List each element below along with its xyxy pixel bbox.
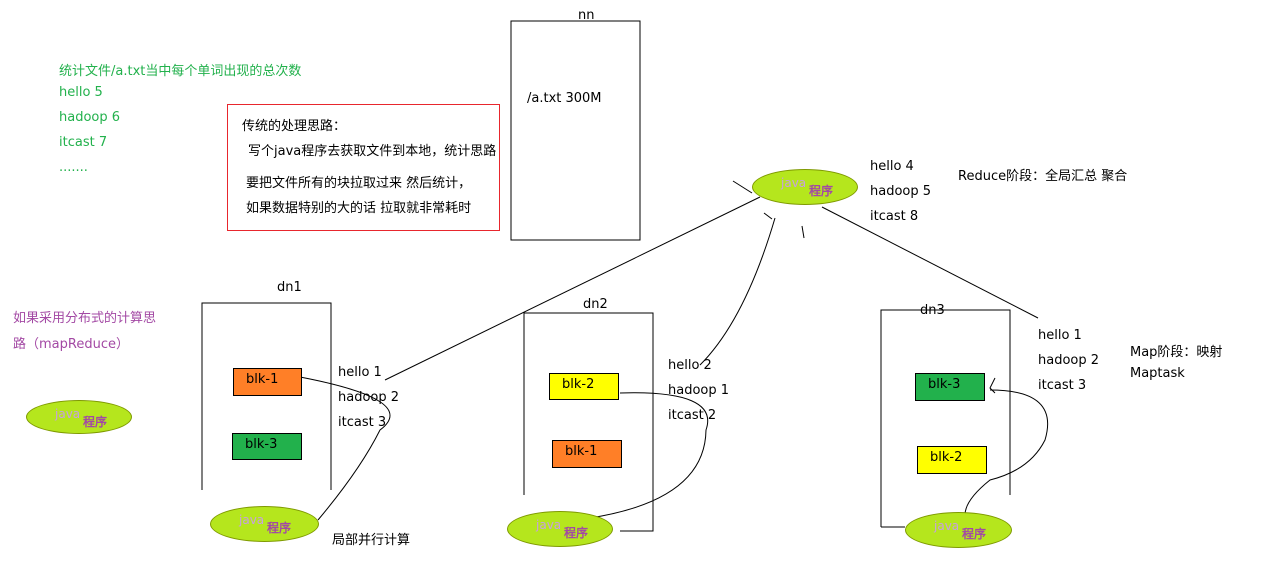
reduce-stage-label: Reduce阶段：全局汇总 聚合 (958, 169, 1128, 184)
distributed-line2: 路（mapReduce） (13, 337, 129, 352)
reduce-count-hadoop: hadoop 5 (870, 184, 932, 199)
dn1-count-hello: hello 1 (338, 365, 382, 380)
dn2-java-program-ellipse: java 程序 (507, 511, 613, 547)
nn-box (510, 20, 641, 241)
map-stage-label: Map阶段：映射 (1130, 345, 1223, 360)
tick-mark (732, 180, 753, 194)
task-line-hello: hello 5 (59, 85, 103, 100)
traditional-line3: 如果数据特别的大的话 拉取就非常耗时 (246, 201, 472, 216)
dn3-block-2: blk-2 (917, 446, 987, 474)
arrow-hint (989, 377, 996, 394)
dn1-count-hadoop: hadoop 2 (338, 390, 400, 405)
dn2-count-itcast: itcast 2 (668, 408, 717, 423)
reduce-count-hello: hello 4 (870, 159, 914, 174)
dn1-java-program-ellipse: java 程序 (210, 506, 319, 542)
dn1-block-1: blk-1 (233, 368, 302, 396)
dn1-block-2: blk-3 (232, 433, 302, 460)
dn2-count-hadoop: hadoop 1 (668, 383, 730, 398)
dn1-label: dn1 (277, 280, 302, 295)
dn3-count-itcast: itcast 3 (1038, 378, 1087, 393)
cheng-xu-word: 程序 (962, 527, 987, 541)
java-word: java (536, 518, 562, 532)
curve-dn1 (299, 376, 391, 521)
dn2-count-hello: hello 2 (668, 358, 712, 373)
distributed-line1: 如果采用分布式的计算思 (13, 311, 157, 326)
tick-mark (801, 225, 805, 239)
cheng-xu-word: 程序 (267, 521, 292, 535)
cheng-xu-word: 程序 (809, 184, 834, 198)
dn3-count-hello: hello 1 (1038, 328, 1082, 343)
java-word: java (781, 176, 807, 190)
task-line-ellipsis: ....... (59, 160, 88, 175)
traditional-box: 传统的处理思路： 写个java程序去获取文件到本地，统计思路 要把文件所有的块拉… (227, 104, 500, 231)
traditional-line1: 写个java程序去获取文件到本地，统计思路 (248, 144, 497, 159)
line-dn2-to-reduce (699, 217, 776, 366)
dn3-block-1: blk-3 (915, 373, 985, 401)
java-word: java (239, 513, 265, 527)
cheng-xu-word: 程序 (83, 415, 108, 429)
dn1-count-itcast: itcast 3 (338, 415, 387, 430)
reduce-java-program-ellipse: java 程序 (752, 169, 858, 205)
traditional-line2: 要把文件所有的块拉取过来 然后统计， (246, 176, 472, 191)
cheng-xu-word: 程序 (564, 526, 589, 540)
line-dn1-to-reduce (384, 196, 761, 381)
task-line-hadoop: hadoop 6 (59, 110, 121, 125)
curve-dn3 (964, 389, 1049, 516)
dn3-box (880, 309, 1011, 527)
dn2-box (523, 312, 654, 532)
traditional-title: 传统的处理思路： (242, 119, 347, 134)
java-program-ellipse: java 程序 (26, 400, 132, 434)
dn3-label: dn3 (920, 303, 945, 318)
task-title: 统计文件/a.txt当中每个单词出现的总次数 (59, 64, 302, 79)
reduce-count-itcast: itcast 8 (870, 209, 919, 224)
nn-file: /a.txt 300M (527, 91, 602, 106)
dn2-label: dn2 (583, 297, 608, 312)
dn3-java-program-ellipse: java 程序 (905, 512, 1012, 548)
dn2-block-2: blk-1 (552, 440, 622, 468)
dn1-local-parallel-note: 局部并行计算 (332, 533, 411, 548)
nn-label: nn (578, 8, 595, 23)
dn2-block-1: blk-2 (549, 373, 619, 400)
line-dn3-to-reduce (821, 206, 1039, 319)
tick-mark (763, 212, 773, 220)
curve-dn2 (589, 392, 709, 519)
java-word: java (55, 407, 81, 421)
dn3-count-hadoop: hadoop 2 (1038, 353, 1100, 368)
map-task-label: Maptask (1130, 366, 1185, 381)
task-line-itcast: itcast 7 (59, 135, 108, 150)
java-word: java (934, 519, 960, 533)
dn1-box (201, 302, 332, 490)
